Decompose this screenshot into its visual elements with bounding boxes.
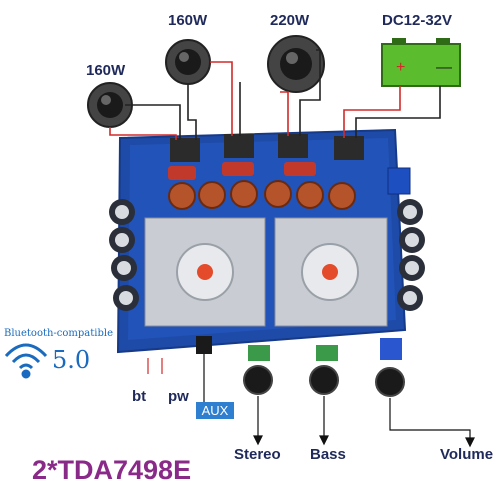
pw-label: pw (168, 388, 189, 405)
speaker-right (267, 35, 325, 93)
leader-lines (147, 350, 475, 448)
volume-label: Volume (440, 446, 494, 463)
knob-volume (375, 338, 405, 397)
svg-text:+: + (396, 59, 405, 76)
dc-supply-battery: + — (381, 38, 461, 87)
heatsink-left (144, 217, 266, 327)
heatsink-right (274, 217, 388, 327)
bluetooth-label: Bluetooth-compatible (4, 328, 114, 339)
red-capacitor (284, 162, 316, 176)
stereo-label: Stereo (234, 446, 281, 463)
speaker-160w-top-label: 160W (168, 12, 208, 29)
inductor-coils (168, 180, 356, 210)
red-capacitor (168, 166, 196, 180)
right-capacitors (397, 199, 425, 311)
svg-text:—: — (436, 59, 452, 76)
aux-jack (196, 336, 212, 354)
bass-label: Bass (310, 446, 346, 463)
terminal-blocks (170, 134, 364, 162)
wifi-icon (4, 343, 48, 379)
bt-label: bt (132, 388, 147, 405)
product-name: 2*TDA7498E (32, 455, 192, 485)
wires (109, 49, 441, 140)
aux-label: AUX (196, 402, 234, 419)
knob-bass (309, 345, 339, 395)
bluetooth-version: 5.0 (52, 346, 91, 374)
knob-stereo (243, 345, 273, 395)
speaker-160w-left-label: 160W (86, 62, 126, 79)
power-label: DC12-32V (382, 12, 453, 29)
red-capacitor (222, 162, 254, 176)
relay (387, 167, 411, 195)
left-capacitors (109, 199, 139, 311)
speaker-220w-label: 220W (270, 12, 310, 29)
speaker-middle (165, 39, 211, 85)
